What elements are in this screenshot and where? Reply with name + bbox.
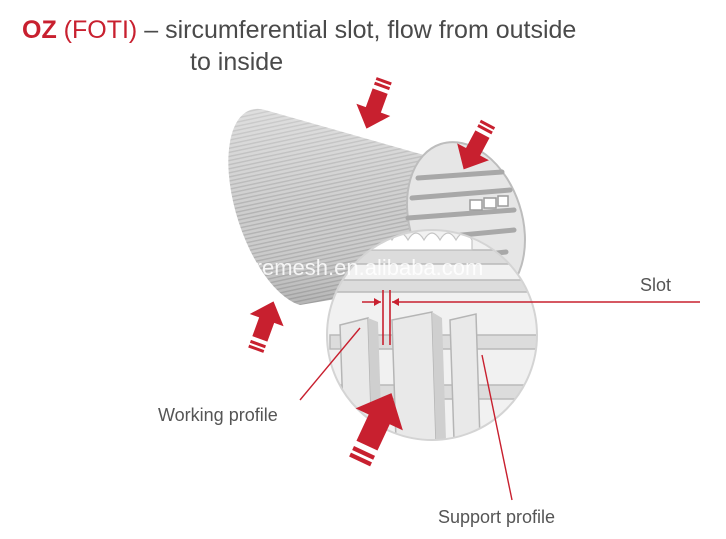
watermark: lywiremesh.en.alibaba.com xyxy=(218,255,483,280)
title-dash: – xyxy=(144,16,159,44)
working-profile-label: Working profile xyxy=(158,405,278,425)
title-line-1: sircumferential slot, flow from outside xyxy=(165,16,577,44)
support-profile-leader xyxy=(481,354,513,501)
type-name: (FOTI) xyxy=(63,16,138,44)
support-profile-label: Support profile xyxy=(438,507,556,527)
type-code: OZ xyxy=(22,16,57,44)
slot-dimension xyxy=(362,290,700,345)
detail-lens xyxy=(326,229,538,441)
slot-label: Slot xyxy=(640,275,672,295)
title-line-2: to inside xyxy=(190,48,284,76)
diagram-title: OZ (FOTI) – sircumferential slot, flow f… xyxy=(22,14,712,78)
working-profile-leader xyxy=(299,327,361,401)
flow-arrow-icon xyxy=(349,73,402,135)
flow-arrow-icon xyxy=(238,295,291,357)
